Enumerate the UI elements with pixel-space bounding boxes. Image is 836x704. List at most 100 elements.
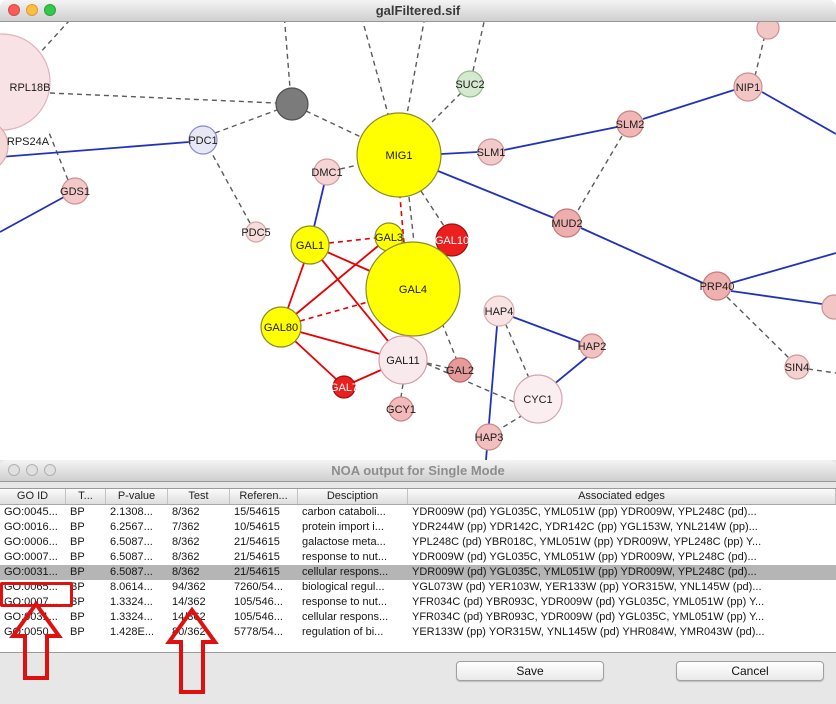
traffic-lights-inactive — [8, 464, 56, 476]
node-HAP3[interactable]: HAP3 — [475, 423, 504, 451]
node-DMC1[interactable]: DMC1 — [311, 158, 343, 186]
edge-gray_dashed — [214, 109, 278, 134]
cell-test: 8/362 — [172, 551, 200, 563]
node-GAL80[interactable]: GAL80 — [260, 306, 302, 348]
node-GAL2[interactable]: GAL2 — [446, 357, 474, 383]
node-HAP2[interactable]: HAP2 — [578, 333, 607, 359]
node-label-SUC2: SUC2 — [455, 79, 484, 91]
cell-t: BP — [70, 506, 85, 518]
node-PRP40[interactable]: PRP40 — [700, 271, 735, 301]
edge-red_dashed — [299, 301, 369, 322]
cell-test: 14/362 — [172, 611, 206, 623]
cell-go-id: GO:0007... — [4, 551, 58, 563]
cell-t: BP — [70, 611, 85, 623]
edge-red_dashed — [328, 237, 376, 244]
node-GAL4[interactable]: GAL4 — [365, 241, 461, 337]
node-label-GAL2: GAL2 — [446, 365, 474, 377]
save-button[interactable]: Save — [456, 661, 604, 681]
node-GDS1[interactable]: GDS1 — [60, 177, 90, 205]
node-label-GAL4: GAL4 — [399, 284, 427, 296]
cell-test: 8/362 — [172, 566, 200, 578]
node-label-HAP4: HAP4 — [485, 306, 514, 318]
close-button[interactable] — [8, 4, 20, 16]
cell-referen: 5778/54... — [234, 626, 283, 638]
node-partial-node-topright[interactable] — [756, 22, 780, 40]
cell-referen: 21/54615 — [234, 551, 280, 563]
node-CYC1[interactable]: CYC1 — [513, 374, 563, 424]
edge-gray_dashed — [576, 135, 623, 213]
cancel-button[interactable]: Cancel — [676, 661, 824, 681]
node-SIN4[interactable]: SIN4 — [784, 354, 810, 380]
node-GAL3[interactable]: GAL3 — [374, 222, 404, 252]
cell-associated-edges: YPL248C (pd) YBR018C, YML051W (pp) YDR00… — [412, 536, 762, 548]
node-SLM2[interactable]: SLM2 — [616, 110, 645, 138]
edge-blue_solid — [730, 252, 836, 284]
column-header-p-value[interactable]: P-value — [106, 489, 168, 504]
minimize-button[interactable] — [26, 4, 38, 16]
node-GCY1[interactable]: GCY1 — [386, 396, 416, 422]
edge-gray_dashed — [426, 363, 515, 403]
node-label-PRP40: PRP40 — [700, 281, 735, 293]
node-GAL7[interactable]: GAL7 — [330, 375, 358, 399]
column-header-t[interactable]: T... — [66, 489, 106, 504]
cell-t: BP — [70, 626, 85, 638]
node-RPL18B[interactable]: RPL18B — [0, 33, 51, 131]
node-SLM1[interactable]: SLM1 — [477, 138, 506, 166]
close-button[interactable] — [8, 464, 20, 476]
edge-gray_dashed — [49, 92, 277, 104]
node-MUD2[interactable]: MUD2 — [551, 208, 583, 238]
zoom-button[interactable] — [44, 4, 56, 16]
node-SUC2[interactable]: SUC2 — [455, 70, 485, 98]
node-label-GAL7: GAL7 — [330, 382, 358, 394]
network-window-titlebar[interactable]: galFiltered.sif — [0, 0, 836, 22]
edge-gray_dashed — [754, 38, 765, 77]
traffic-lights — [8, 4, 56, 16]
cell-desciption: protein import i... — [302, 521, 384, 533]
edge-red_solid — [353, 369, 382, 383]
node-HAP4[interactable]: HAP4 — [483, 295, 515, 327]
node-PDC5[interactable]: PDC5 — [241, 221, 271, 243]
node-partial-node-right[interactable] — [821, 294, 836, 320]
node-RPS24A[interactable]: RPS24A — [0, 120, 50, 172]
cell-referen: 21/54615 — [234, 536, 280, 548]
cell-referen: 105/546... — [234, 611, 283, 623]
column-header-test[interactable]: Test — [168, 489, 230, 504]
node-NIP1[interactable]: NIP1 — [733, 72, 763, 102]
cell-desciption: response to nut... — [302, 596, 387, 608]
node-MIG1[interactable]: MIG1 — [356, 112, 442, 198]
node-PDC1[interactable]: PDC1 — [188, 125, 218, 155]
edge-red_solid — [326, 251, 371, 272]
noa-window-titlebar[interactable]: NOA output for Single Mode — [0, 460, 836, 482]
column-header-desciption[interactable]: Desciption — [298, 489, 408, 504]
node-label-SIN4: SIN4 — [785, 362, 809, 374]
zoom-button[interactable] — [44, 464, 56, 476]
cell-associated-edges: YFR034C (pd) YBR093C, YDR009W (pd) YGL03… — [412, 611, 765, 623]
column-header-go-id[interactable]: GO ID — [0, 489, 66, 504]
edge-red_dashed — [399, 196, 405, 244]
node-label-HAP3: HAP3 — [475, 432, 504, 444]
node-unnamed-node[interactable] — [275, 87, 309, 121]
column-header-referen[interactable]: Referen... — [230, 489, 298, 504]
node-GAL1[interactable]: GAL1 — [290, 225, 330, 265]
edge-blue_solid — [503, 126, 618, 151]
edge-gray_dashed — [807, 368, 836, 374]
column-header-associated-edges[interactable]: Associated edges — [408, 489, 836, 504]
cell-test: 7/362 — [172, 521, 200, 533]
node-GAL10[interactable]: GAL10 — [435, 223, 469, 257]
minimize-button[interactable] — [26, 464, 38, 476]
cell-p-value: 6.5087... — [110, 566, 153, 578]
node-GAL11[interactable]: GAL11 — [378, 335, 428, 385]
